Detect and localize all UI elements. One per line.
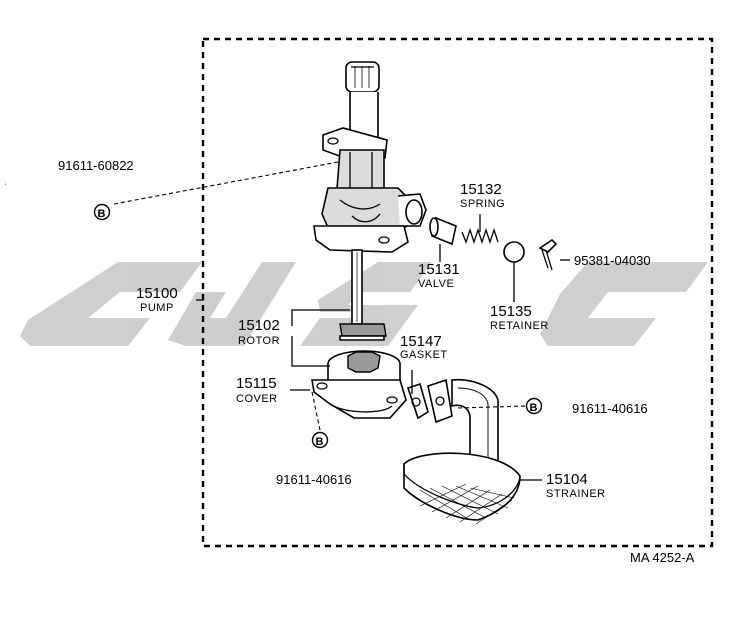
label-15132: 15132 SPRING xyxy=(460,181,505,210)
part-name: RETAINER xyxy=(490,320,549,332)
gasket-drawing xyxy=(406,382,429,420)
part-number: 15115 xyxy=(236,375,277,392)
label-15102: 15102 ROTOR xyxy=(238,317,280,347)
part-number: 15132 xyxy=(460,181,502,198)
label-15115: 15115 COVER xyxy=(236,375,278,405)
fastener-number: 95381-04030 xyxy=(574,253,651,268)
b-symbol-icon xyxy=(525,397,543,415)
part-number: 15147 xyxy=(400,333,442,350)
figure-code: MA 4252-A xyxy=(630,550,695,565)
fastener-number: 91611-40616 xyxy=(276,472,352,487)
label-15131: 15131 VALVE xyxy=(418,261,460,290)
part-name: SPRING xyxy=(460,198,505,210)
part-number: 15102 xyxy=(238,317,280,334)
part-name: VALVE xyxy=(418,278,454,290)
part-number: 15135 xyxy=(490,303,532,320)
fastener-number: 91611-60822 xyxy=(58,158,134,173)
stray-mark: ˈ xyxy=(4,182,8,192)
part-number: 15131 xyxy=(418,261,460,278)
b-symbol-letter: B xyxy=(316,436,324,448)
fastener-91611-60822: 91611-60822 B xyxy=(58,158,134,221)
valve-drawing xyxy=(429,216,457,246)
assembly-boundary xyxy=(201,37,714,548)
fastener-number: 91611-40616 xyxy=(572,401,648,416)
retainer-drawing xyxy=(503,241,525,263)
strainer-drawing xyxy=(403,378,521,525)
fastener-91611-40616-bottom: B 91611-40616 xyxy=(276,431,352,487)
fastener-95381-04030: 95381-04030 xyxy=(574,253,651,268)
fastener-91611-40616-right: B 91611-40616 xyxy=(525,397,648,416)
cotter-pin-drawing xyxy=(538,238,558,271)
part-name: STRAINER xyxy=(546,488,606,500)
part-number: 15104 xyxy=(546,471,588,488)
cover-drawing xyxy=(311,379,407,419)
b-symbol-letter: B xyxy=(98,208,106,220)
b-symbol-icon xyxy=(93,203,111,221)
watermark-logo: cns xyxy=(20,262,708,346)
label-15135: 15135 RETAINER xyxy=(490,303,549,332)
b-symbol-icon xyxy=(311,431,329,449)
part-name: PUMP xyxy=(140,302,174,314)
spring-drawing xyxy=(461,227,499,245)
b-symbol-letter: B xyxy=(530,402,538,414)
part-name: ROTOR xyxy=(238,335,280,347)
label-15100: 15100 PUMP xyxy=(136,285,178,314)
part-name: GASKET xyxy=(400,349,448,361)
label-15104: 15104 STRAINER xyxy=(546,471,606,500)
rotor-drawing xyxy=(339,323,387,341)
label-15147: 15147 GASKET xyxy=(400,333,448,361)
part-name: COVER xyxy=(236,393,278,405)
pump-body-drawing xyxy=(313,61,427,325)
part-number: 15100 xyxy=(136,285,178,302)
leader-lines xyxy=(113,161,570,481)
